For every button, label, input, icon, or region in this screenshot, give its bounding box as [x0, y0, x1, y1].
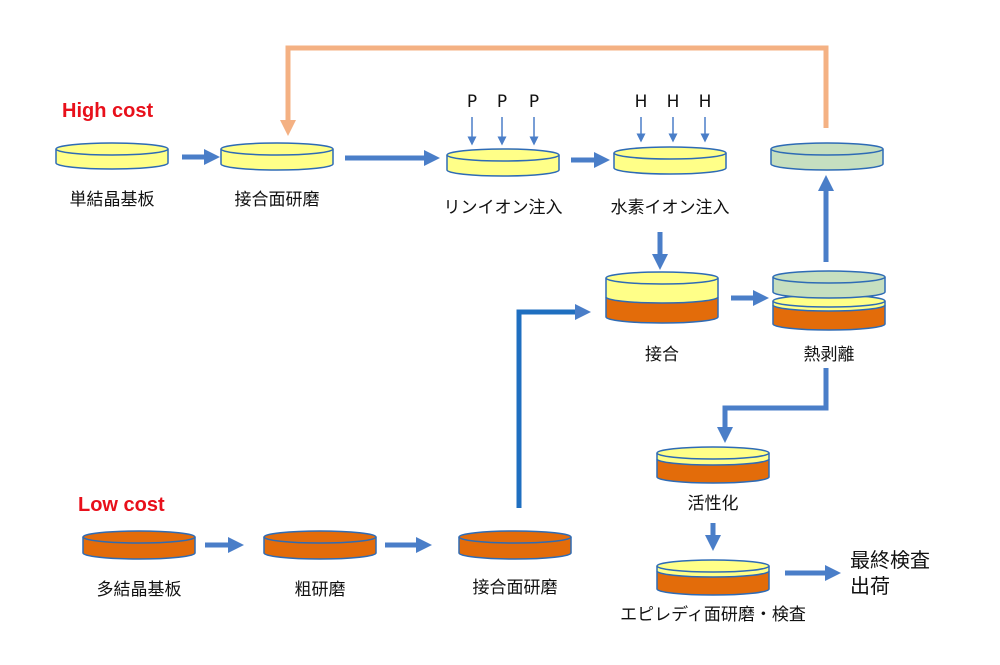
wafer-poly-crystal — [82, 530, 196, 560]
wafer-single-crystal — [55, 142, 169, 170]
high-cost-label: High cost — [62, 100, 154, 122]
wafer-epi-ready — [656, 559, 770, 596]
wafer-recycled-green — [770, 142, 884, 171]
low-cost-label: Low cost — [78, 494, 165, 516]
return-loop-arrow — [279, 45, 829, 137]
step-activation: 活性化 — [687, 494, 739, 514]
h-ion-arrows — [636, 117, 710, 143]
p-ion-label: P — [528, 92, 540, 112]
wafer-peeled-stack — [772, 270, 886, 331]
wafer-bond-polish-high — [220, 142, 334, 171]
shipping-label: 出荷 — [850, 574, 890, 598]
p-ion-label: P — [496, 92, 508, 112]
step-single-crystal: 単結晶基板 — [69, 190, 155, 210]
wafer-bonded-stack — [605, 271, 719, 324]
wafer-li-ion — [446, 148, 560, 177]
h-ion-label: H — [666, 92, 680, 112]
step-bond-polish-high: 接合面研磨 — [234, 190, 320, 210]
step-bond-polish-low: 接合面研磨 — [472, 578, 558, 598]
step-epi-ready: エピレディ面研磨・検査 — [620, 605, 806, 625]
step-bonding: 接合 — [645, 345, 679, 365]
step-li-ion: リンイオン注入 — [443, 198, 563, 218]
h-ion-label: H — [698, 92, 712, 112]
wafer-h-ion — [613, 146, 727, 175]
wafer-bond-polish-low — [458, 530, 572, 560]
arrow-peel-to-activation — [716, 368, 829, 444]
final-inspection-label: 最終検査 — [850, 548, 930, 572]
step-h-ion: 水素イオン注入 — [610, 198, 730, 218]
h-ion-label: H — [634, 92, 648, 112]
wafer-rough-polish — [263, 530, 377, 560]
arrow-polish-to-bond — [516, 303, 592, 508]
step-poly-crystal: 多結晶基板 — [96, 580, 182, 600]
p-ion-label: P — [466, 92, 478, 112]
step-rough-polish: 粗研磨 — [294, 580, 346, 600]
p-ion-arrows — [467, 117, 539, 146]
step-thermal-peel: 熱剥離 — [803, 345, 855, 365]
wafer-activation — [656, 446, 770, 484]
step-final: 最終検査 出荷 — [850, 547, 930, 599]
